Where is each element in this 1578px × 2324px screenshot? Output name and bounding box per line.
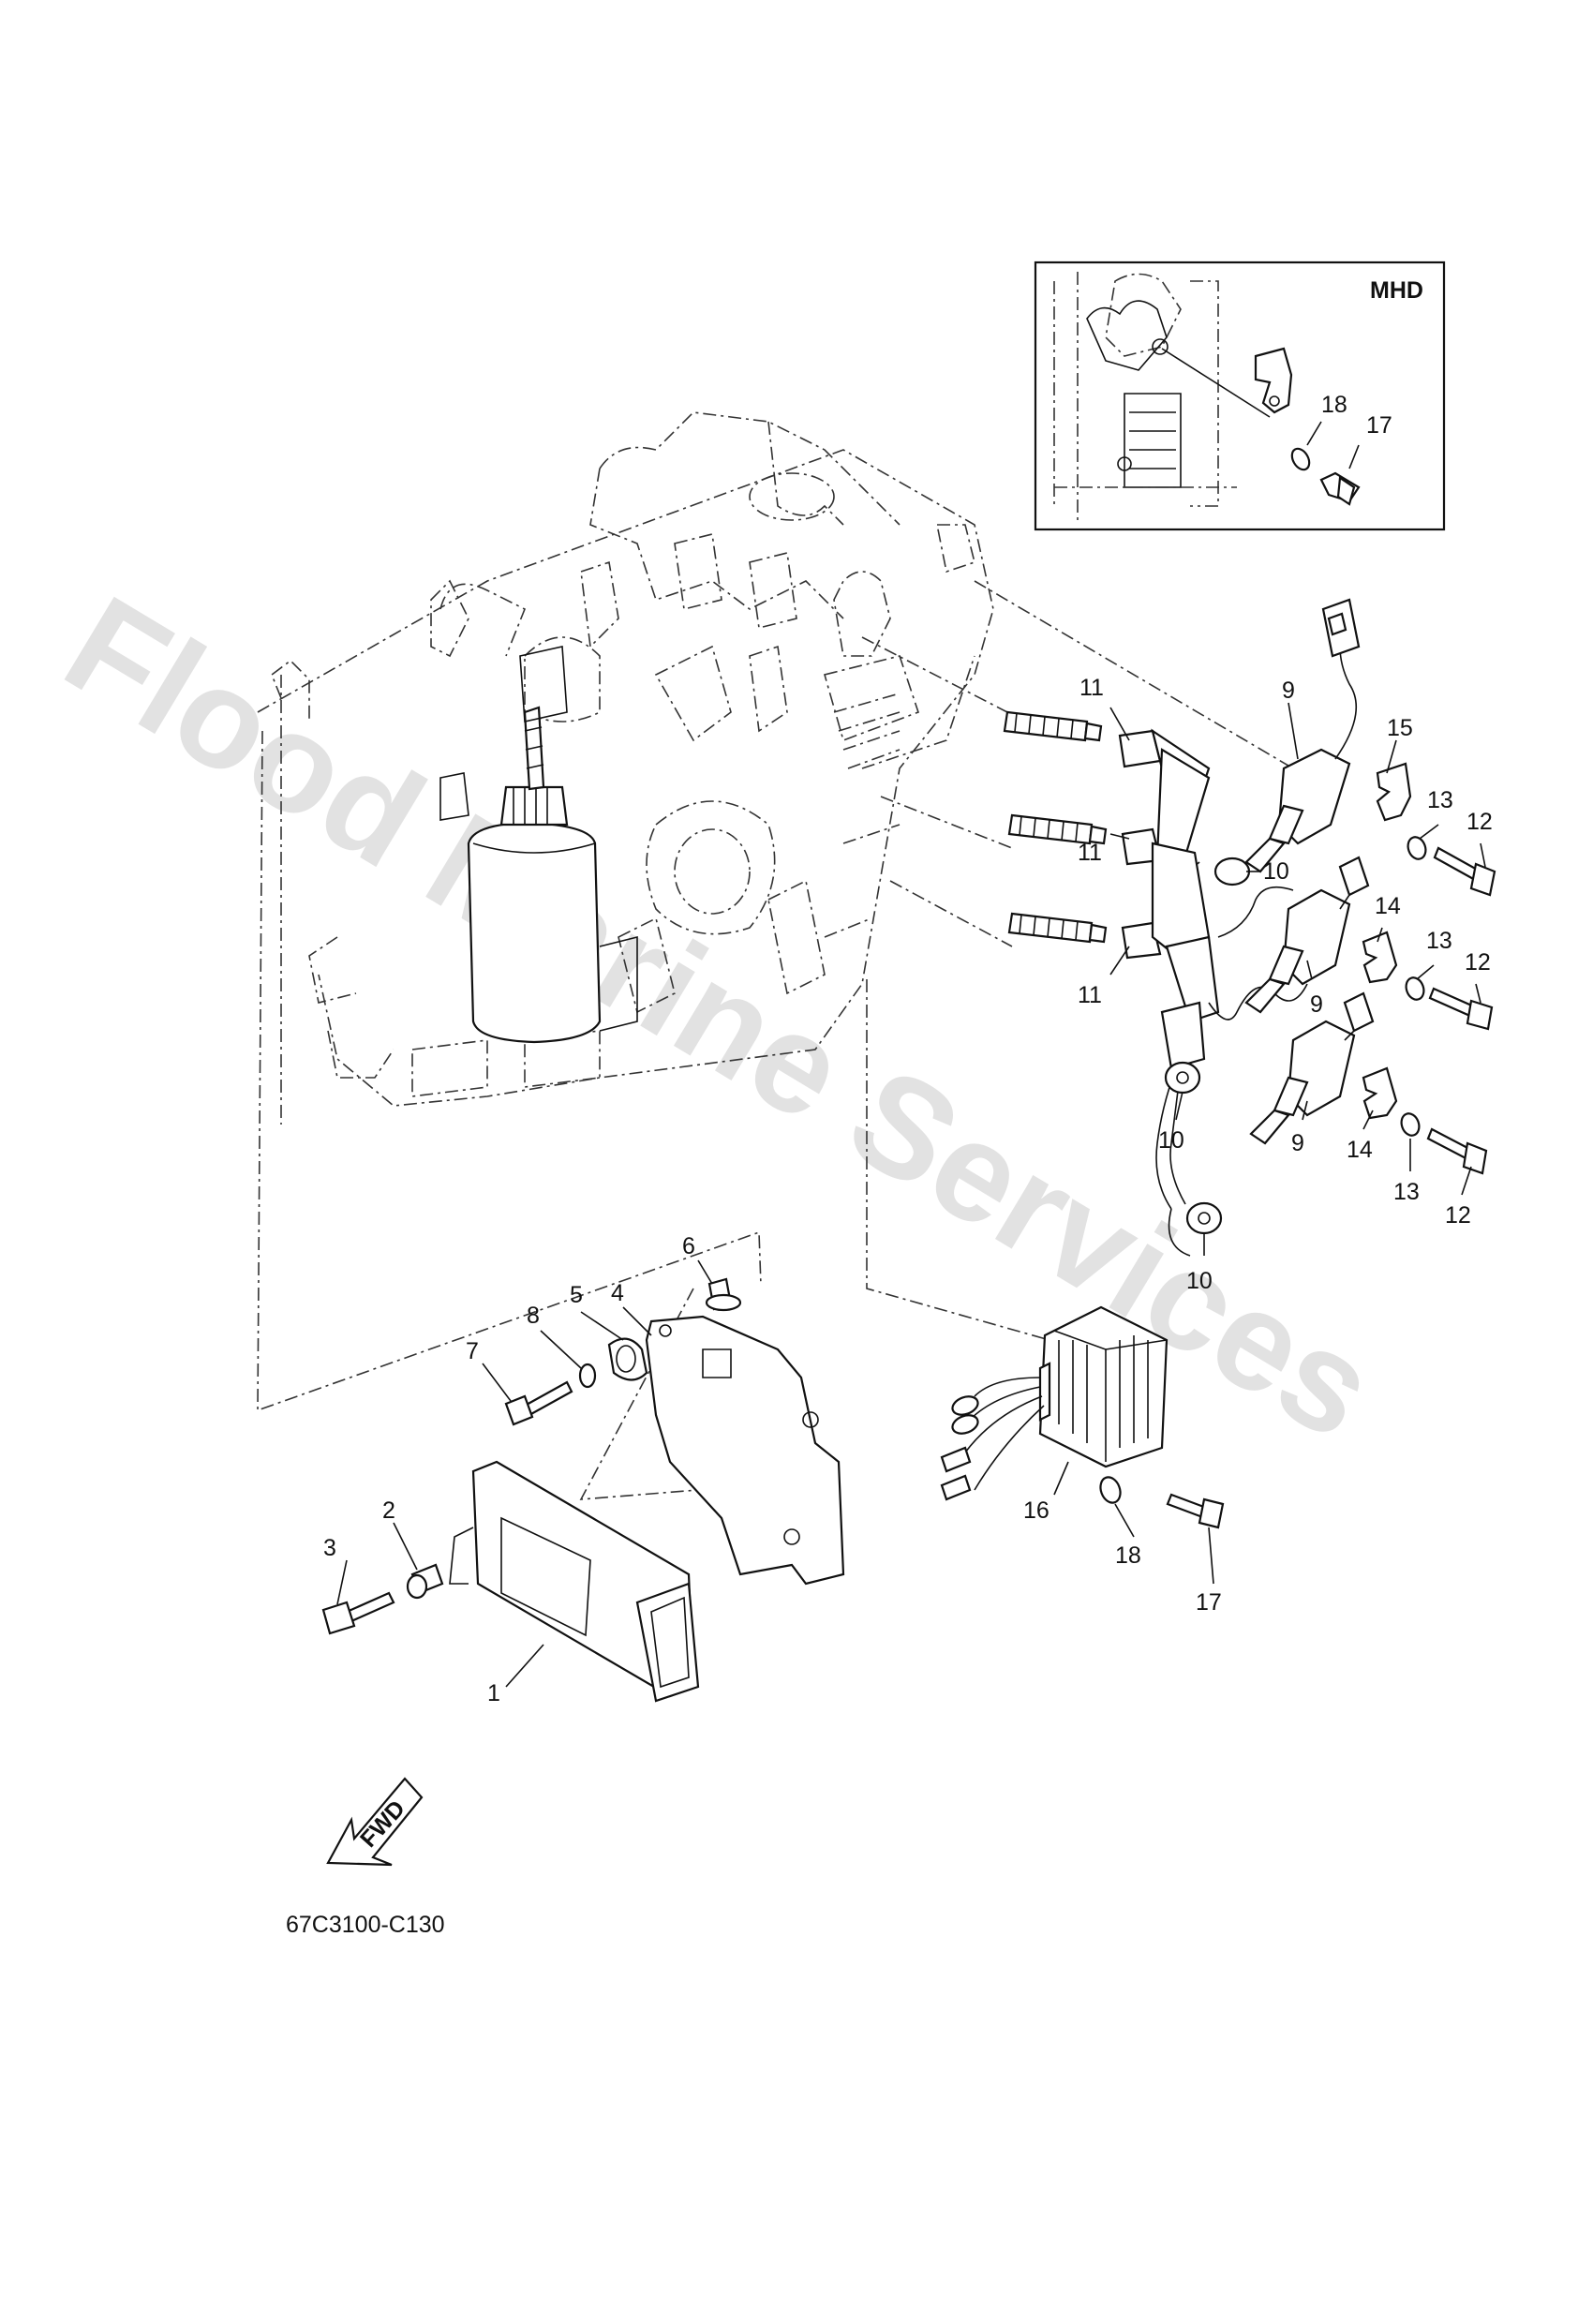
- diagram-code: 67C3100-C130: [286, 1912, 445, 1938]
- bolt-12c: [1426, 1127, 1488, 1175]
- inset-label-18: 18: [1321, 392, 1347, 418]
- callout-13c: 13: [1393, 1179, 1420, 1205]
- clamp-15: [1376, 762, 1412, 822]
- callout-leaders: [336, 702, 1486, 1688]
- callout-13b: 13: [1426, 928, 1452, 954]
- callout-18: 18: [1115, 1542, 1141, 1569]
- clamp-14b: [1362, 1066, 1398, 1120]
- spark-plugs: [1003, 710, 1108, 944]
- callout-10a: 10: [1263, 858, 1289, 885]
- callout-4: 4: [611, 1280, 624, 1306]
- callout-3: 3: [323, 1535, 336, 1561]
- callout-12b: 12: [1465, 949, 1491, 976]
- callout-16: 16: [1023, 1497, 1050, 1524]
- engine-block: [257, 411, 994, 1125]
- bracket-4: [645, 1315, 845, 1586]
- callout-5: 5: [570, 1282, 583, 1308]
- callout-9c: 9: [1291, 1130, 1304, 1156]
- callout-11b: 11: [1078, 840, 1102, 866]
- callout-1: 1: [487, 1680, 500, 1706]
- spark-plug-1: [1003, 710, 1103, 742]
- ignition-coil-bottom: [1249, 991, 1375, 1145]
- callout-7: 7: [466, 1338, 479, 1364]
- callout-12a: 12: [1466, 809, 1493, 835]
- bolt-7: [504, 1380, 573, 1426]
- rectifier-regulator-16: [940, 1305, 1169, 1501]
- washer-13b: [1405, 976, 1425, 1001]
- fwd-arrow: FWD: [326, 1777, 424, 1867]
- washer-13c: [1400, 1112, 1421, 1137]
- bolt-12a: [1433, 846, 1496, 897]
- plug-caps: [1118, 728, 1308, 1257]
- callout-13a: 13: [1427, 787, 1453, 813]
- cap-10b: [1164, 1061, 1201, 1095]
- callout-14a: 14: [1375, 893, 1401, 919]
- callout-10b: 10: [1158, 1127, 1184, 1154]
- ignition-coil-middle: [1244, 856, 1370, 1014]
- callout-9a: 9: [1282, 678, 1295, 704]
- clamp-14a: [1362, 931, 1398, 984]
- spark-plug-3: [1007, 912, 1108, 944]
- bolt-3: [321, 1591, 395, 1635]
- callout-2: 2: [382, 1497, 395, 1524]
- callout-15: 15: [1387, 715, 1413, 741]
- callout-17: 17: [1196, 1589, 1222, 1616]
- callout-labels: 1 2 3 4 5 6 7 8 9 9 9 10 10 10 11 11 11 …: [323, 675, 1493, 1706]
- cap-10c: [1185, 1201, 1223, 1235]
- callout-9b: 9: [1310, 991, 1323, 1018]
- callout-8: 8: [527, 1303, 540, 1329]
- cap-10a: [1213, 857, 1251, 886]
- callout-12c: 12: [1445, 1202, 1471, 1229]
- spark-plug-2: [1007, 813, 1108, 845]
- callout-14b: 14: [1347, 1137, 1373, 1163]
- callout-10c: 10: [1186, 1268, 1213, 1294]
- callout-6: 6: [682, 1233, 695, 1259]
- bolt-12b: [1428, 987, 1494, 1031]
- washer-18: [1099, 1476, 1122, 1504]
- grommet-5: [607, 1337, 648, 1381]
- bolt-17: [1166, 1493, 1225, 1529]
- cdi-unit-1: [449, 1460, 700, 1703]
- ignition-coil-top: [1244, 598, 1361, 873]
- washer-13a: [1407, 836, 1427, 860]
- inset-label-17: 17: [1366, 412, 1392, 439]
- callout-11a: 11: [1079, 675, 1104, 701]
- inset-mhd: MHD 18 17: [1034, 261, 1446, 531]
- washer-8: [578, 1363, 597, 1389]
- callout-11c: 11: [1078, 982, 1102, 1008]
- inset-title: MHD: [1370, 277, 1423, 304]
